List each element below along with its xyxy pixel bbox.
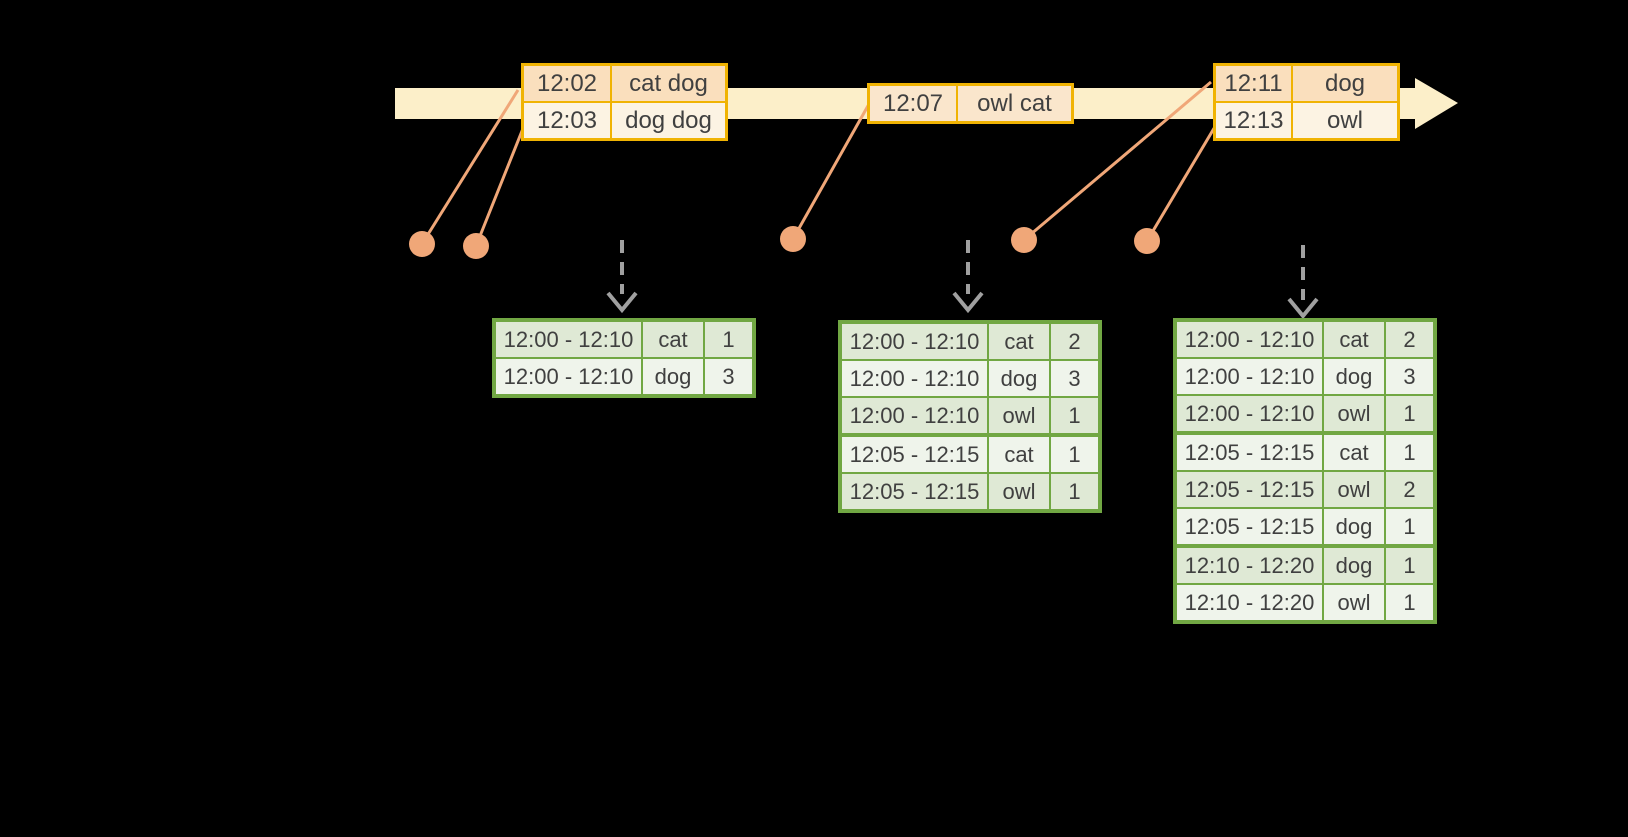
event-time-cell: 12:03 [524,103,610,138]
event-dot-icon-3 [780,226,806,252]
window-cell: 12:00 - 12:10 [1177,359,1322,394]
event-time-axis-arrowhead-icon [1415,78,1458,129]
count-cell: 2 [1051,324,1098,359]
count-cell: 2 [1386,472,1433,507]
count-cell: 1 [705,322,752,357]
event-words-cell: dog [1293,66,1397,101]
window-cell: 12:00 - 12:10 [842,361,987,396]
window-cell: 12:05 - 12:15 [1177,509,1322,544]
window-cell: 12:00 - 12:10 [496,359,641,394]
count-cell: 1 [1051,474,1098,509]
word-cell: owl [989,398,1049,433]
trigger-arrow-icon-3 [1287,245,1319,320]
window-cell: 12:10 - 12:20 [1177,548,1322,583]
window-cell: 12:00 - 12:10 [1177,396,1322,431]
count-cell: 3 [1386,359,1433,394]
count-cell: 1 [1386,585,1433,620]
event-connector-line-2 [474,125,526,247]
count-cell: 3 [705,359,752,394]
window-cell: 12:05 - 12:15 [842,474,987,509]
word-cell: owl [1324,585,1384,620]
event-time-cell: 12:02 [524,66,610,101]
event-time-cell: 12:07 [870,86,956,121]
count-cell: 2 [1386,322,1433,357]
count-cell: 1 [1386,396,1433,431]
count-cell: 1 [1386,435,1433,470]
event-dot-icon-5 [1134,228,1160,254]
count-cell: 3 [1051,361,1098,396]
event-words-cell: owl [1293,103,1397,138]
count-cell: 1 [1386,509,1433,544]
event-dot-icon-1 [409,231,435,257]
event-time-cell: 12:11 [1216,66,1291,101]
word-cell: cat [1324,322,1384,357]
event-connector-line-4 [1023,80,1212,242]
window-cell: 12:00 - 12:10 [1177,322,1322,357]
event-connector-line-3 [791,103,871,240]
window-cell: 12:00 - 12:10 [842,324,987,359]
count-cell: 1 [1051,437,1098,472]
word-cell: cat [1324,435,1384,470]
window-cell: 12:00 - 12:10 [496,322,641,357]
word-cell: cat [989,324,1049,359]
window-cell: 12:05 - 12:15 [1177,435,1322,470]
word-cell: dog [643,359,703,394]
word-cell: dog [989,361,1049,396]
window-cell: 12:00 - 12:10 [842,398,987,433]
event-dot-icon-2 [463,233,489,259]
event-words-cell: cat dog [612,66,725,101]
window-cell: 12:10 - 12:20 [1177,585,1322,620]
word-cell: owl [989,474,1049,509]
window-cell: 12:05 - 12:15 [1177,472,1322,507]
event-connector-line-5 [1145,124,1218,242]
count-cell: 1 [1386,548,1433,583]
word-cell: dog [1324,359,1384,394]
event-words-cell: owl cat [958,86,1071,121]
count-cell: 1 [1051,398,1098,433]
event-connector-line-1 [420,89,520,245]
event-time-cell: 12:13 [1216,103,1291,138]
word-cell: cat [989,437,1049,472]
event-words-cell: dog dog [612,103,725,138]
trigger-arrow-icon-2 [952,240,984,314]
window-cell: 12:05 - 12:15 [842,437,987,472]
event-dot-icon-4 [1011,227,1037,253]
word-cell: dog [1324,548,1384,583]
word-cell: owl [1324,472,1384,507]
word-cell: cat [643,322,703,357]
word-cell: owl [1324,396,1384,431]
word-cell: dog [1324,509,1384,544]
trigger-arrow-icon-1 [606,240,638,314]
